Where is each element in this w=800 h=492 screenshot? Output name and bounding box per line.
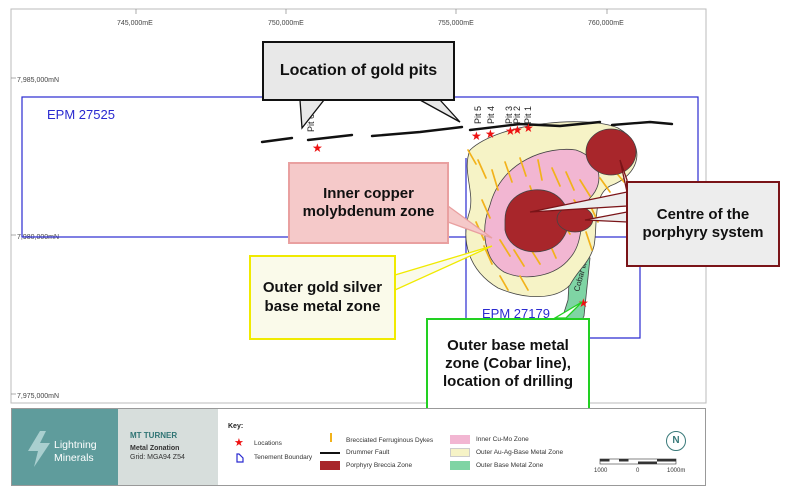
lightning-logo-icon [28,431,50,467]
tenement-boundary-icon [236,453,244,463]
drummer-fault [260,120,674,144]
porphyry-swatch [320,461,340,470]
pit-label: Pit 6 [306,114,316,132]
x-tick-label: 760,000mE [588,20,624,27]
outer-gold-callout-text: Outer gold silver base metal zone [262,279,383,315]
gold-pits-callout: Location of gold pits [262,41,455,101]
location-stars: ★ ★ ★ ★ ★ ★ ★ [312,121,589,310]
scale-bar [599,458,677,465]
gold-pits-callout-text: Location of gold pits [279,62,438,80]
epm-label: EPM 27179 [482,306,550,321]
grid-label: Grid: MGA94 Z54 [130,454,185,461]
inner-copper-callout: Inner copper molybdenum zone [288,162,449,244]
location-star: ★ [485,127,496,141]
inner-copper-callout-text: Inner copper molybdenum zone [302,184,435,220]
epm-label: EPM 27525 [47,107,115,122]
scale-label: 1000 [594,468,608,474]
legend-title: Key: [228,423,244,430]
base-metal-swatch [450,461,470,470]
company-logo: Lightning Minerals [12,409,118,485]
pit-label: Pit 2 [512,106,522,124]
north-arrow-icon: N [666,431,686,451]
legend-fault: Drummer Fault [346,449,390,456]
pit-label: Pit 4 [486,106,496,124]
map-footer: Lightning Minerals MT TURNER Metal Zonat… [11,408,706,486]
location-star: ★ [578,296,589,310]
legend-outer-au-ag: Outer Au-Ag-Base Metal Zone [476,449,564,456]
x-tick-label: 755,000mE [438,20,474,27]
pit-label: Pit 1 [523,106,533,124]
location-star: ★ [523,121,534,135]
legend-dykes: Brecciated Ferruginous Dykes [346,437,434,444]
location-star: ★ [312,141,323,155]
pit-label: Pit 3 [504,106,514,124]
dyke-swatch [330,433,332,442]
company-name: Lightning Minerals [54,439,97,464]
pit-label: Pit 5 [473,106,483,124]
outer-gold-callout: Outer gold silver base metal zone [249,255,396,340]
outer-base-callout-text: Outer base metal zone (Cobar line), loca… [443,336,573,391]
grid-ticks [11,9,608,395]
x-tick-label: 750,000mE [268,20,304,27]
project-title: MT TURNER [130,431,178,440]
scale-label: 1000m [667,468,686,474]
map-subtitle: Metal Zonation [130,445,180,452]
scale-label: 0 [636,468,640,474]
gold-pits-pointer [419,99,461,123]
legend-outer-base: Outer Base Metal Zone [476,462,544,469]
star-icon: ★ [234,436,244,449]
x-tick-label: 745,000mE [117,20,153,27]
fault-swatch [320,452,340,454]
centre-porphyry-callout: Centre of the porphyry system [626,181,780,267]
location-star: ★ [505,124,516,138]
legend-locations: Locations [254,440,282,447]
location-star: ★ [471,129,482,143]
y-tick-label: 7,985,000mN [17,77,59,84]
legend-inner-cu-mo: Inner Cu-Mo Zone [476,436,529,443]
north-label: N [672,435,680,446]
legend-porphyry-breccia: Porphyry Breccia Zone [346,462,413,469]
legend-tenement-boundary: Tenement Boundary [254,454,313,461]
au-ag-swatch [450,448,470,457]
title-block: MT TURNER Metal Zonation Grid: MGA94 Z54 [118,409,218,485]
cu-mo-swatch [450,435,470,444]
location-star: ★ [512,123,523,137]
outer-base-callout: Outer base metal zone (Cobar line), loca… [426,318,590,410]
y-tick-label: 7,975,000mN [17,393,59,400]
centre-porphyry-callout-text: Centre of the porphyry system [642,205,764,241]
porphyry-breccia-north [585,128,637,176]
